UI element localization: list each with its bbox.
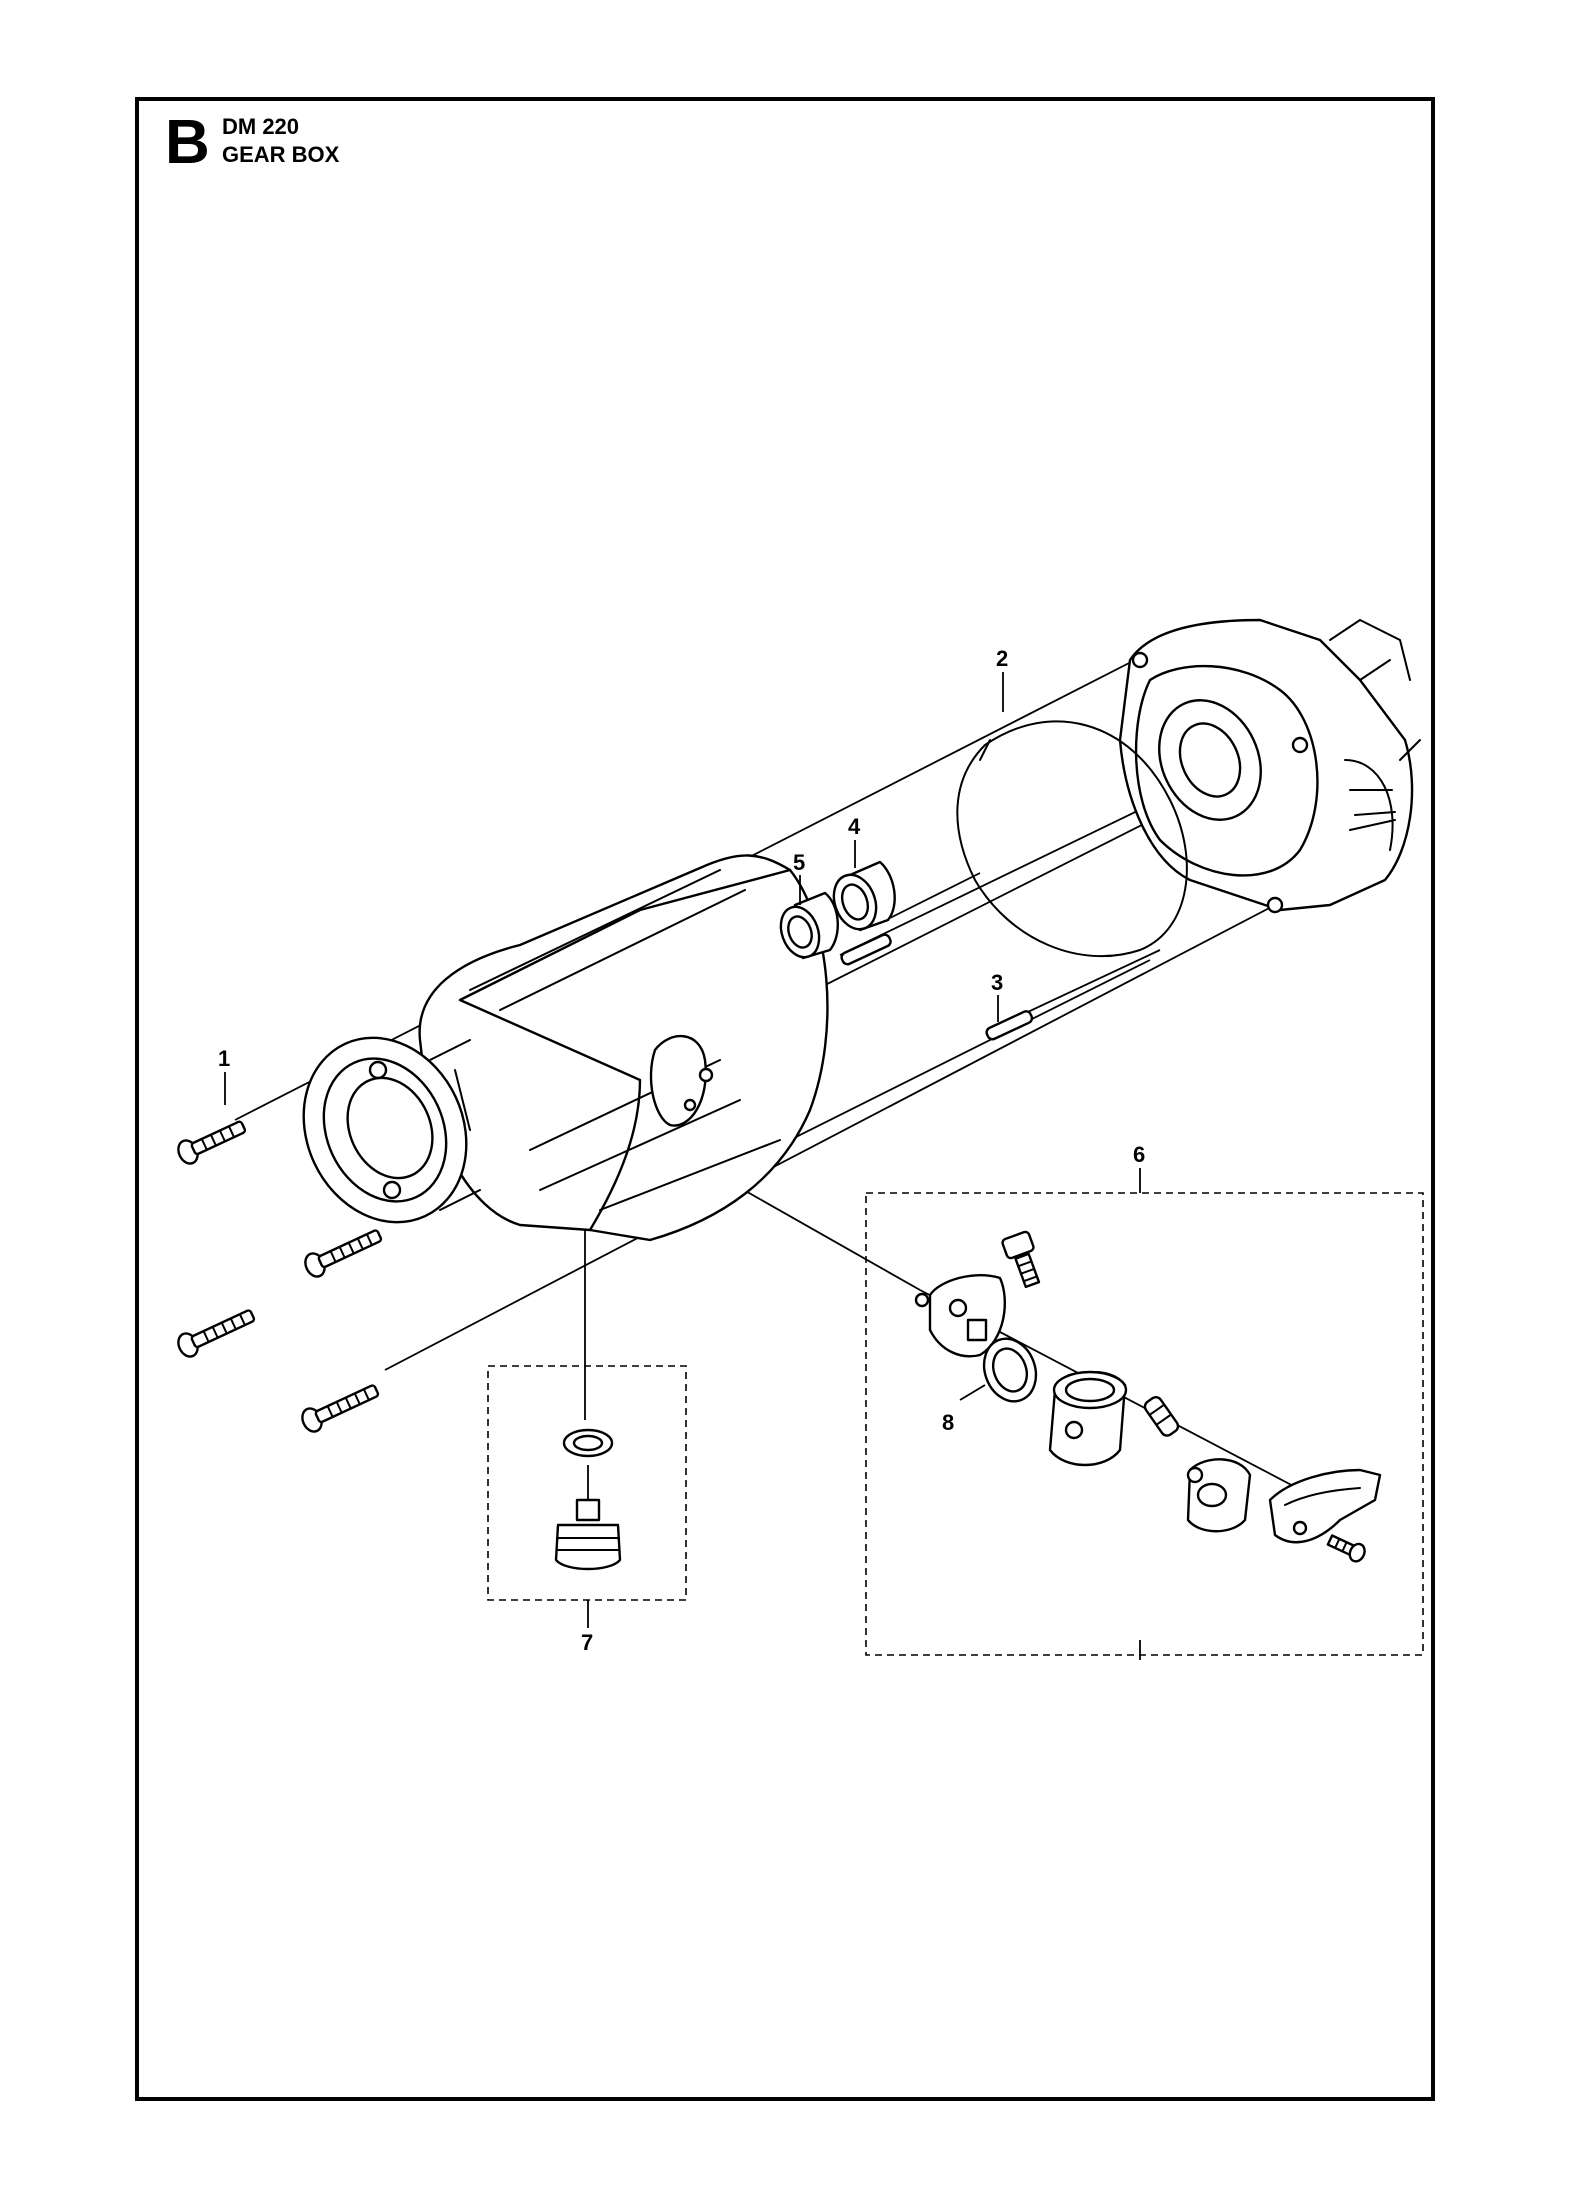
callout-leaders (224, 672, 1141, 1628)
callout-8: 8 (942, 1410, 954, 1435)
callout-2: 2 (996, 646, 1008, 671)
gasket-ring-part (956, 720, 1188, 958)
callout-3: 3 (991, 970, 1003, 995)
callout-5: 5 (793, 850, 805, 875)
bearing-part-4 (832, 860, 896, 932)
callout-7: 7 (581, 1630, 593, 1655)
plug-kit-part-7 (487, 1365, 687, 1601)
section-letter: B (165, 108, 210, 177)
page-border (135, 97, 1435, 2101)
model-name: DM 220 (222, 114, 300, 139)
screw-part-1 (177, 1120, 383, 1433)
rear-flange (1118, 618, 1421, 914)
callout-4: 4 (848, 814, 861, 839)
gearbox-housing (302, 854, 829, 1242)
callout-1: 1 (218, 1046, 230, 1071)
bearing-part-5 (779, 891, 839, 960)
callout-6: 6 (1133, 1142, 1145, 1167)
dowel-pin-part (840, 933, 1034, 1041)
selector-kit-part-6 (865, 1192, 1424, 1656)
section-title: GEAR BOX (222, 142, 340, 167)
